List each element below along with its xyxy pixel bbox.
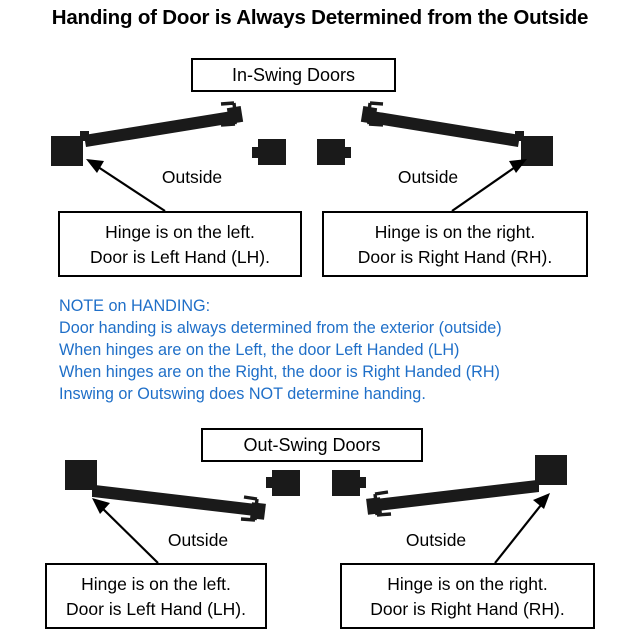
leader-arrowhead bbox=[86, 159, 104, 173]
latch-block-icon bbox=[226, 106, 244, 124]
caption-line-2: Door is Left Hand (LH). bbox=[66, 598, 246, 619]
caption-box-outswing-left: Hinge is on the left. Door is Left Hand … bbox=[45, 563, 267, 629]
strike-tab-icon bbox=[266, 477, 273, 488]
note-heading: NOTE on HANDING: bbox=[59, 297, 211, 315]
page-title: Handing of Door is Always Determined fro… bbox=[51, 6, 589, 29]
outswing-heading-box: Out-Swing Doors bbox=[201, 428, 423, 462]
door-panel-leaf bbox=[84, 110, 240, 147]
caption-line-1: Hinge is on the right. bbox=[374, 221, 536, 242]
jamb-block-strike-center-left bbox=[272, 470, 300, 496]
leader-line bbox=[494, 499, 546, 564]
jamb-block-strike-center-right bbox=[332, 470, 360, 496]
leader-line bbox=[91, 162, 166, 212]
caption-line-2: Door is Right Hand (RH). bbox=[357, 246, 553, 267]
latch-block-icon bbox=[250, 502, 266, 520]
outside-label-inswing-right: Outside bbox=[397, 167, 459, 187]
leader-arrowhead bbox=[533, 493, 550, 509]
strike-tab-icon bbox=[344, 147, 351, 158]
door-panel-leaf bbox=[364, 110, 520, 147]
caption-line-1: Hinge is on the right. bbox=[387, 573, 548, 594]
outside-label-outswing-right: Outside bbox=[405, 530, 467, 550]
caption-line-1: Hinge is on the left. bbox=[105, 221, 255, 242]
leader-line bbox=[97, 503, 159, 564]
jamb-block-strike-center-right bbox=[317, 139, 345, 165]
outswing-right-door-assembly bbox=[332, 455, 567, 564]
strike-tab-icon bbox=[359, 477, 366, 488]
inswing-left-door-assembly bbox=[51, 101, 286, 212]
caption-box-inswing-left: Hinge is on the left. Door is Left Hand … bbox=[58, 211, 302, 277]
strike-tab-icon bbox=[252, 147, 259, 158]
outswing-left-door-assembly bbox=[65, 460, 300, 564]
note-line-2: When hinges are on the Left, the door Le… bbox=[59, 340, 460, 359]
latch-block-icon bbox=[360, 106, 378, 124]
jamb-block-strike-center-left bbox=[258, 139, 286, 165]
leader-line bbox=[451, 162, 522, 212]
leader-arrowhead bbox=[509, 159, 527, 173]
latch-block-icon bbox=[366, 497, 382, 515]
caption-box-inswing-right: Hinge is on the right. Door is Right Han… bbox=[322, 211, 588, 277]
outside-label-inswing-left: Outside bbox=[161, 167, 223, 187]
inswing-heading-box: In-Swing Doors bbox=[191, 58, 396, 92]
inswing-heading-label: In-Swing Doors bbox=[231, 64, 356, 85]
caption-box-outswing-right: Hinge is on the right. Door is Right Han… bbox=[340, 563, 595, 629]
note-line-4: Inswing or Outswing does NOT determine h… bbox=[59, 384, 426, 403]
inswing-right-door-assembly bbox=[317, 101, 553, 212]
jamb-block-hinge-left bbox=[65, 460, 97, 490]
caption-line-2: Door is Left Hand (LH). bbox=[90, 246, 270, 267]
note-line-1: Door handing is always determined from t… bbox=[59, 318, 502, 337]
jamb-block-hinge-right bbox=[521, 136, 553, 166]
handing-note-block: NOTE on HANDING: Door handing is always … bbox=[59, 296, 502, 406]
note-line-3: When hinges are on the Right, the door i… bbox=[59, 362, 500, 381]
door-panel-leaf bbox=[93, 485, 265, 517]
jamb-block-hinge-right bbox=[535, 455, 567, 485]
door-panel-leaf bbox=[367, 480, 539, 512]
jamb-block-hinge-left bbox=[51, 136, 83, 166]
leader-arrowhead bbox=[92, 498, 110, 514]
caption-line-1: Hinge is on the left. bbox=[81, 573, 231, 594]
outside-label-outswing-left: Outside bbox=[167, 530, 229, 550]
outswing-heading-label: Out-Swing Doors bbox=[243, 434, 381, 455]
caption-line-2: Door is Right Hand (RH). bbox=[370, 598, 565, 619]
